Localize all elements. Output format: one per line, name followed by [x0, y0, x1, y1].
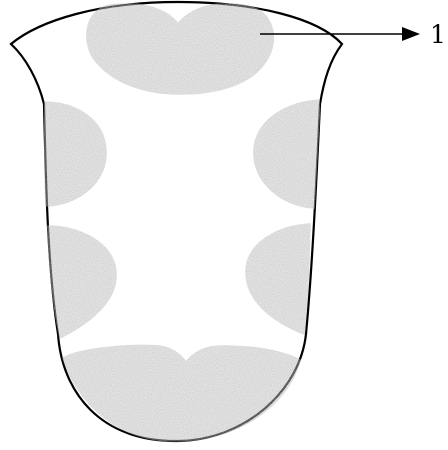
- arrowhead-icon: [402, 27, 420, 41]
- back-region: [63, 346, 300, 442]
- callout-label-1: 1: [430, 21, 446, 49]
